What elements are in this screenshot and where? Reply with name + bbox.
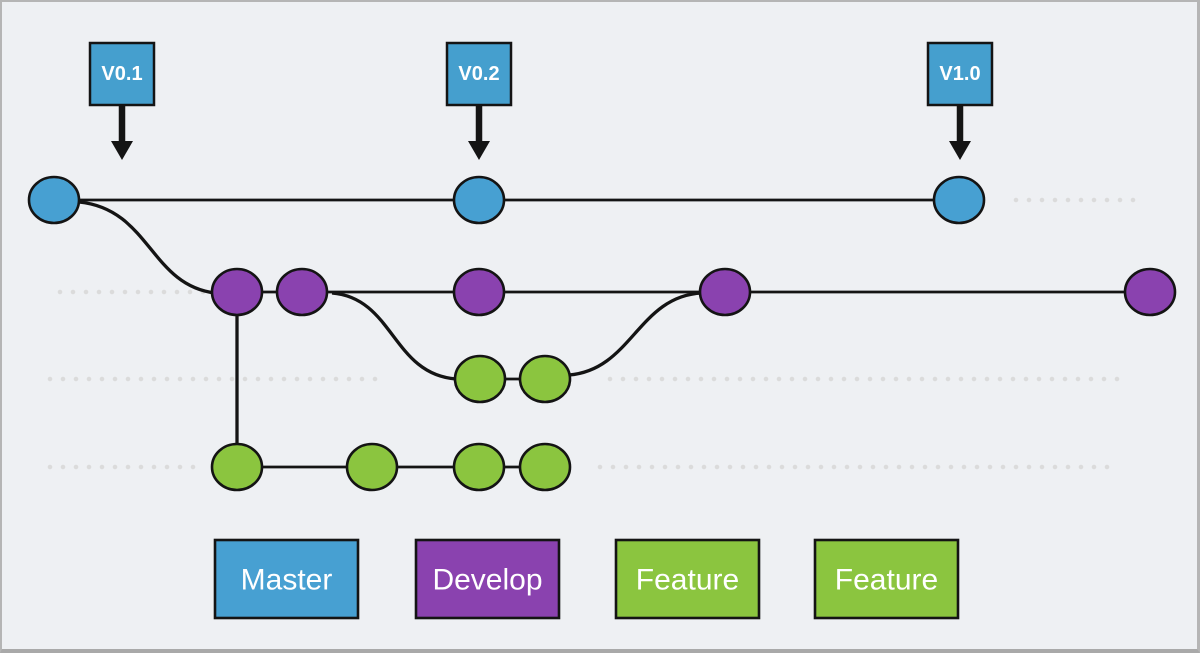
commit-node-master-3 <box>932 175 986 225</box>
legend-swatch-box <box>813 538 960 620</box>
legend-label: Master <box>241 564 333 597</box>
layer-tags: V0.1 V0.2 V1.0 <box>88 41 994 160</box>
commit-node-develop-4 <box>698 267 752 317</box>
commit-node-master-1 <box>27 175 81 225</box>
version-tag-label: V0.1 <box>101 63 142 85</box>
layer-dotted <box>47 197 1145 470</box>
legend-item-feature-4: Feature <box>813 538 960 620</box>
layer-nodes <box>27 175 1177 492</box>
merge-feature-1-to-develop-curve <box>568 291 703 377</box>
tag-arrow-head-icon <box>111 141 133 160</box>
legend-swatch-box <box>614 538 761 620</box>
legend-swatch-box <box>414 538 561 620</box>
version-tag-label: V0.2 <box>458 63 499 85</box>
layer-links <box>78 200 703 467</box>
version-tag-box <box>88 41 156 107</box>
commit-node-feature-2-1 <box>210 442 264 492</box>
version-tag-v1.0: V1.0 <box>926 41 994 160</box>
commit-node-feature-1-2 <box>518 354 572 404</box>
commit-node-develop-5 <box>1123 267 1177 317</box>
tag-arrow-head-icon <box>468 141 490 160</box>
branch-master-to-develop-curve <box>78 200 216 295</box>
commit-node-feature-2-4 <box>518 442 572 492</box>
tag-arrow-head-icon <box>949 141 971 160</box>
commit-node-develop-3 <box>452 267 506 317</box>
legend-label: Feature <box>835 564 938 597</box>
legend-swatch-box <box>213 538 360 620</box>
branch-develop-to-feature-1-curve <box>331 291 457 381</box>
legend-item-master-1: Master <box>213 538 360 620</box>
version-tag-v0.2: V0.2 <box>445 41 513 160</box>
legend-label: Develop <box>432 564 542 597</box>
commit-node-develop-1 <box>210 267 264 317</box>
commit-node-feature-2-2 <box>345 442 399 492</box>
commit-node-develop-2 <box>275 267 329 317</box>
commit-node-feature-2-3 <box>452 442 506 492</box>
version-tag-label: V1.0 <box>939 63 980 85</box>
commit-node-feature-1-1 <box>453 354 507 404</box>
layer-solid <box>54 198 1150 469</box>
legend-label: Feature <box>636 564 739 597</box>
version-tag-v0.1: V0.1 <box>88 41 156 160</box>
legend-item-develop-2: Develop <box>414 538 561 620</box>
layer-legend: Master Develop Feature Feature <box>213 538 960 620</box>
legend-item-feature-3: Feature <box>614 538 761 620</box>
commit-node-master-2 <box>452 175 506 225</box>
